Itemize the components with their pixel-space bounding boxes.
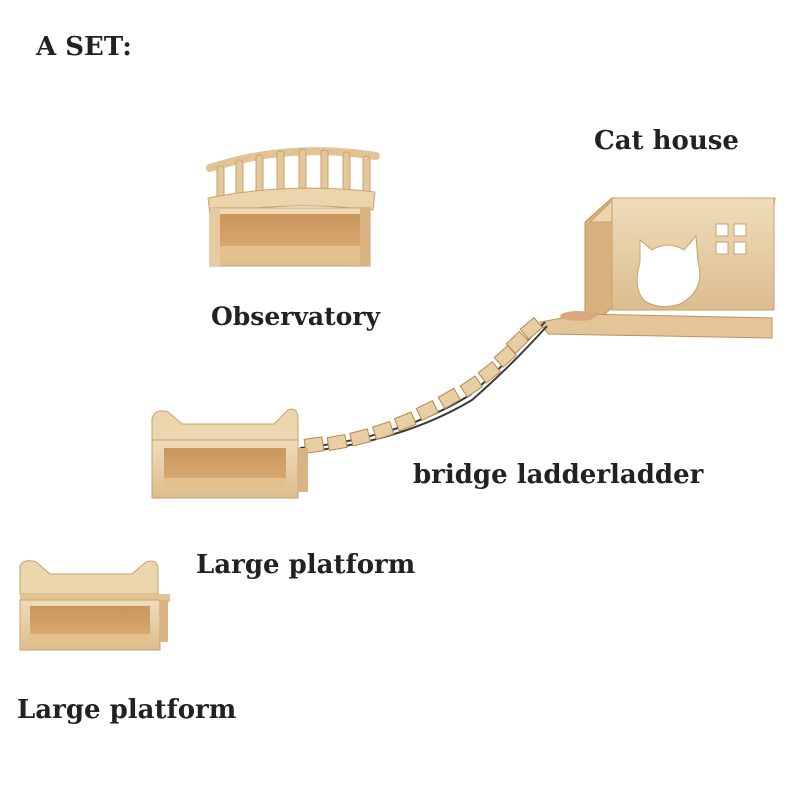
large-platform-lower (19, 560, 170, 651)
bridge-ladder (299, 316, 548, 454)
window-cutout (715, 223, 747, 255)
large-platform-label-1: Large platform (196, 550, 416, 580)
cat-face-cutout (636, 234, 701, 308)
large-platform-label-2: Large platform (17, 695, 237, 725)
cat-house-label: Cat house (594, 126, 739, 156)
bridge-ladder-label: bridge ladderladder (413, 460, 704, 490)
cat-house (539, 196, 776, 339)
large-platform-upper (151, 408, 308, 499)
observatory-label: Observatory (211, 302, 381, 331)
observatory-shelf (206, 147, 380, 267)
set-title: A SET: (36, 32, 132, 62)
